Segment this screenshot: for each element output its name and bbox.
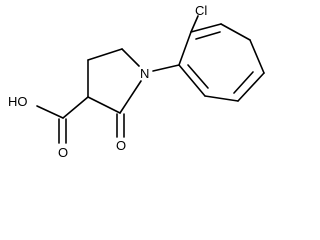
carboxylic-acid-group: [36, 96, 89, 144]
ketone-group: [116, 113, 125, 138]
bond-aryl-cl: [190, 15, 199, 33]
bond-aryl-5-6: [237, 72, 265, 102]
bond-aryl-3-4: [220, 23, 251, 41]
atom-label-ho: HO: [8, 94, 28, 109]
bond-aryl-2-3: [190, 23, 222, 33]
structure-canvas: Cl N HO O O: [8, 3, 265, 160]
bond-c3-cooh: [62, 96, 89, 119]
bond-cooh-oh: [36, 105, 64, 119]
bond-aryl-6-1: [204, 95, 239, 102]
bond-aryl-1-2: [178, 31, 192, 66]
bond-aryl-4-5: [249, 39, 265, 74]
atom-label-cl: Cl: [195, 3, 207, 18]
pyrrolidinone-ring: [87, 48, 142, 114]
bond-n-aryl: [152, 64, 180, 72]
bond-aryl-6-1b: [178, 64, 206, 97]
bond-aryl-inner-c: [187, 64, 209, 89]
bond-c3-c2: [87, 96, 121, 114]
chemical-structure-diagram: Cl N HO O O: [8, 3, 265, 160]
atom-label-o-acid: O: [58, 145, 68, 160]
atom-label-o-keto: O: [116, 138, 126, 153]
atom-label-n: N: [140, 66, 149, 81]
bond-c2-n: [119, 80, 142, 114]
bond-aryl-inner-b: [233, 71, 254, 94]
bond-n-c5: [121, 48, 140, 67]
bond-c5-c4: [87, 48, 123, 61]
bond-aryl-inner-a: [195, 31, 221, 40]
chlorophenyl-ring: [152, 15, 265, 102]
